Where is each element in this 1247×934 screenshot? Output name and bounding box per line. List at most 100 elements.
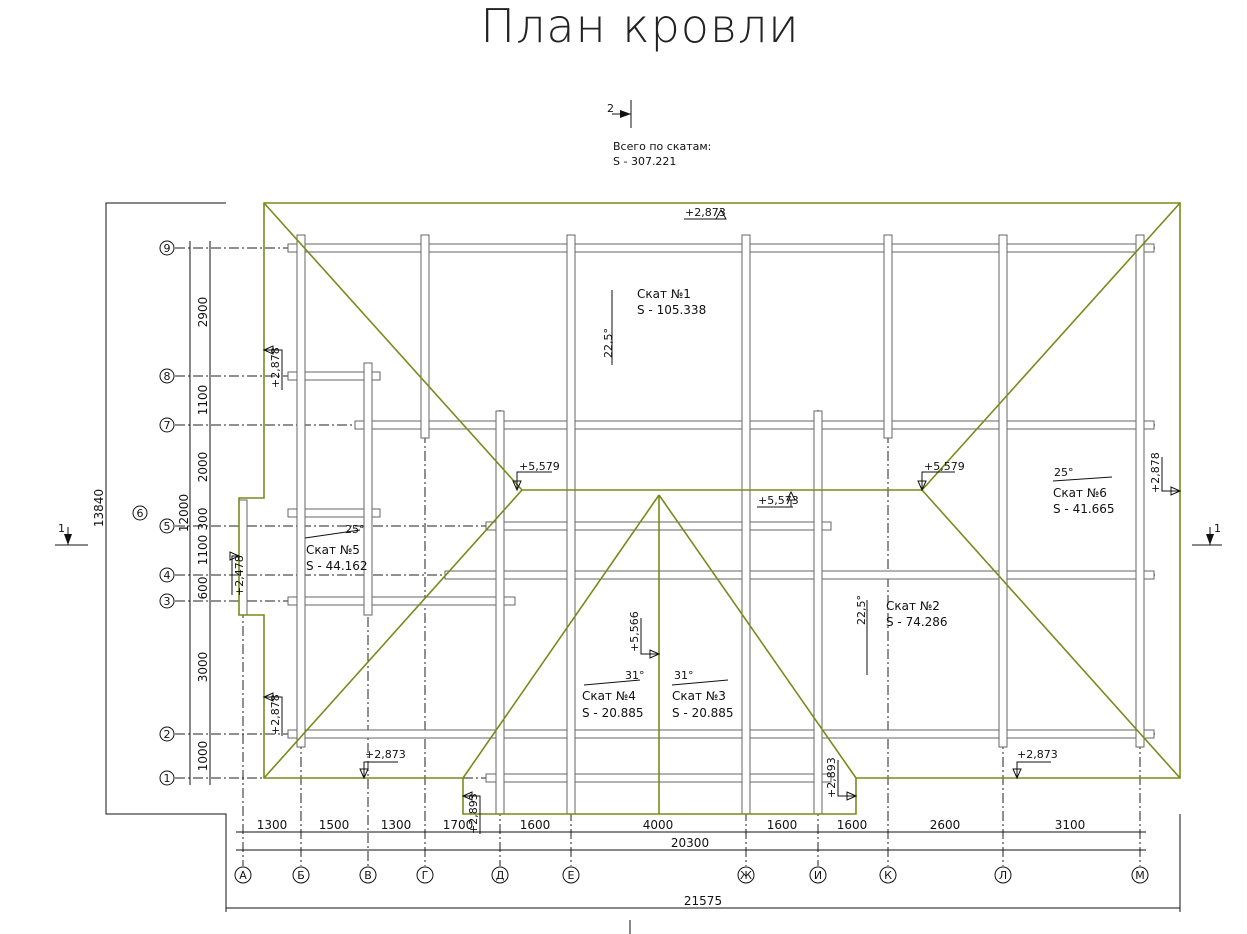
dim-left-7: 3000 (196, 652, 210, 683)
dim-bottom-2: 1500 (319, 818, 350, 832)
col-axis-zh: Ж (740, 869, 752, 882)
dim-bottom-4: 1700 (443, 818, 474, 832)
section-marker-right-label: 1 (1214, 522, 1221, 535)
col-axis-k: К (884, 869, 892, 882)
level-ridge-mid: +5,573 (757, 490, 799, 508)
level-left-upper: +2,878 (262, 345, 283, 390)
section-marker-top-label: 2 (607, 102, 614, 115)
section-marker-left: 1 (55, 522, 88, 546)
level-bottom-right-value: +2,873 (1017, 748, 1058, 761)
level-left-mid-value: +2,478 (233, 555, 246, 596)
dim-bottom-5: 1600 (520, 818, 551, 832)
section-marker-left-label: 1 (58, 522, 65, 535)
dim-left-total: 12000 (177, 494, 191, 532)
row-axis-7: 7 (164, 419, 171, 432)
slope-4-area: S - 20.885 (582, 706, 644, 720)
slope-1-label: Скат №1 S - 105.338 22,5° (602, 287, 706, 365)
row-axis-9: 9 (164, 242, 171, 255)
slope-1-angle: 22,5° (602, 328, 615, 358)
dim-total-outer: 21575 (684, 894, 722, 908)
col-axis-d: Д (496, 869, 505, 882)
slope-6-label: 25° Скат №6 S - 41.665 (1052, 466, 1115, 516)
row-axis-5: 5 (164, 520, 171, 533)
col-axis-i: И (814, 869, 822, 882)
level-top: +2,873 (684, 206, 727, 220)
level-ridge-left: +5,579 (512, 460, 560, 492)
slope-1-area: S - 105.338 (637, 303, 706, 317)
level-right-value: +2,878 (1149, 452, 1162, 493)
level-bottom-left: +2,873 (359, 748, 406, 780)
level-center: +5,566 (628, 611, 661, 659)
row-axis-bubbles: 9 8 7 6 5 4 3 2 1 (132, 240, 175, 786)
dim-left-8: 1000 (196, 741, 210, 772)
slope-2-angle: 22,5° (855, 595, 868, 625)
col-axis-g: Г (422, 869, 429, 882)
dim-left-outer: 13840 (92, 489, 106, 527)
col-axis-e: Е (568, 869, 575, 882)
level-right: +2,878 (1149, 452, 1182, 496)
level-top-value: +2,873 (685, 206, 726, 219)
section-marker-right: 1 (1192, 522, 1222, 546)
row-axis-8: 8 (164, 370, 171, 383)
dim-left-1: 2900 (196, 297, 210, 328)
slope-2-name: Скат №2 (886, 599, 940, 613)
level-left-upper-value: +2,878 (269, 347, 282, 388)
row-axis-6: 6 (137, 507, 144, 520)
dim-bottom-7: 1600 (767, 818, 798, 832)
row-axis-4: 4 (164, 569, 171, 582)
row-axis-2: 2 (164, 728, 171, 741)
dim-left-4: 300 (196, 508, 210, 531)
drawing-title: План кровли (480, 0, 799, 53)
slope-2-label: Скат №2 S - 74.286 22,5° (855, 595, 948, 675)
level-ridge-right: +5,579 (917, 460, 965, 492)
slope-3-label: 31° Скат №3 S - 20.885 (671, 669, 734, 720)
slope-3-area: S - 20.885 (672, 706, 734, 720)
level-porch-left-value: +2,893 (467, 793, 480, 834)
dim-bottom-6: 4000 (643, 818, 674, 832)
section-marker-top: 2 (607, 100, 632, 128)
dim-left-6: 600 (196, 577, 210, 600)
dim-bottom-1: 1300 (257, 818, 288, 832)
level-bottom-right: +2,873 (1012, 748, 1058, 780)
bottom-dimensions: 1300 1500 1300 1700 1600 4000 1600 1600 … (226, 818, 1180, 909)
slope-1-name: Скат №1 (637, 287, 691, 301)
dim-bottom-3: 1300 (381, 818, 412, 832)
slope-5-name: Скат №5 (306, 543, 360, 557)
dim-left-2: 1100 (196, 385, 210, 416)
col-axis-l: Л (999, 869, 1007, 882)
col-axis-a: А (239, 869, 247, 882)
slope-5-angle: 25° (345, 523, 365, 536)
dim-left-5: 1100 (196, 535, 210, 566)
col-axis-v: В (364, 869, 372, 882)
level-porch-left: +2,893 (461, 791, 481, 834)
dim-left-3: 2000 (196, 452, 210, 483)
dim-bottom-8: 1600 (837, 818, 868, 832)
column-axis-bubbles: А Б В Г Д Е Ж И К Л М (234, 866, 1149, 884)
outer-dimension-frame (105, 202, 1181, 934)
slope-3-angle: 31° (674, 669, 694, 682)
col-axis-b: Б (297, 869, 305, 882)
summary-header: Всего по скатам: (613, 140, 711, 153)
level-ridge-left-value: +5,579 (519, 460, 560, 473)
dim-bottom-10: 3100 (1055, 818, 1086, 832)
slope-4-name: Скат №4 (582, 689, 636, 703)
summary-value: S - 307.221 (613, 155, 676, 168)
row-axis-1: 1 (164, 772, 171, 785)
slope-5-label: 25° Скат №5 S - 44.162 (304, 523, 368, 573)
dim-total-inner: 20300 (671, 836, 709, 850)
slope-6-angle: 25° (1054, 466, 1074, 479)
col-axis-m: М (1135, 869, 1145, 882)
level-bottom-left-value: +2,873 (365, 748, 406, 761)
row-axis-3: 3 (164, 595, 171, 608)
slope-6-area: S - 41.665 (1053, 502, 1115, 516)
level-porch-right-value: +2,893 (825, 757, 838, 798)
level-ridge-mid-value: +5,573 (758, 494, 799, 507)
slope-5-area: S - 44.162 (306, 559, 368, 573)
slope-4-angle: 31° (625, 669, 645, 682)
level-left-lower-value: +2,878 (269, 694, 282, 735)
slope-4-label: 31° Скат №4 S - 20.885 (582, 669, 645, 720)
level-left-lower: +2,878 (262, 692, 283, 736)
slope-6-name: Скат №6 (1053, 486, 1107, 500)
dim-bottom-9: 2600 (930, 818, 961, 832)
